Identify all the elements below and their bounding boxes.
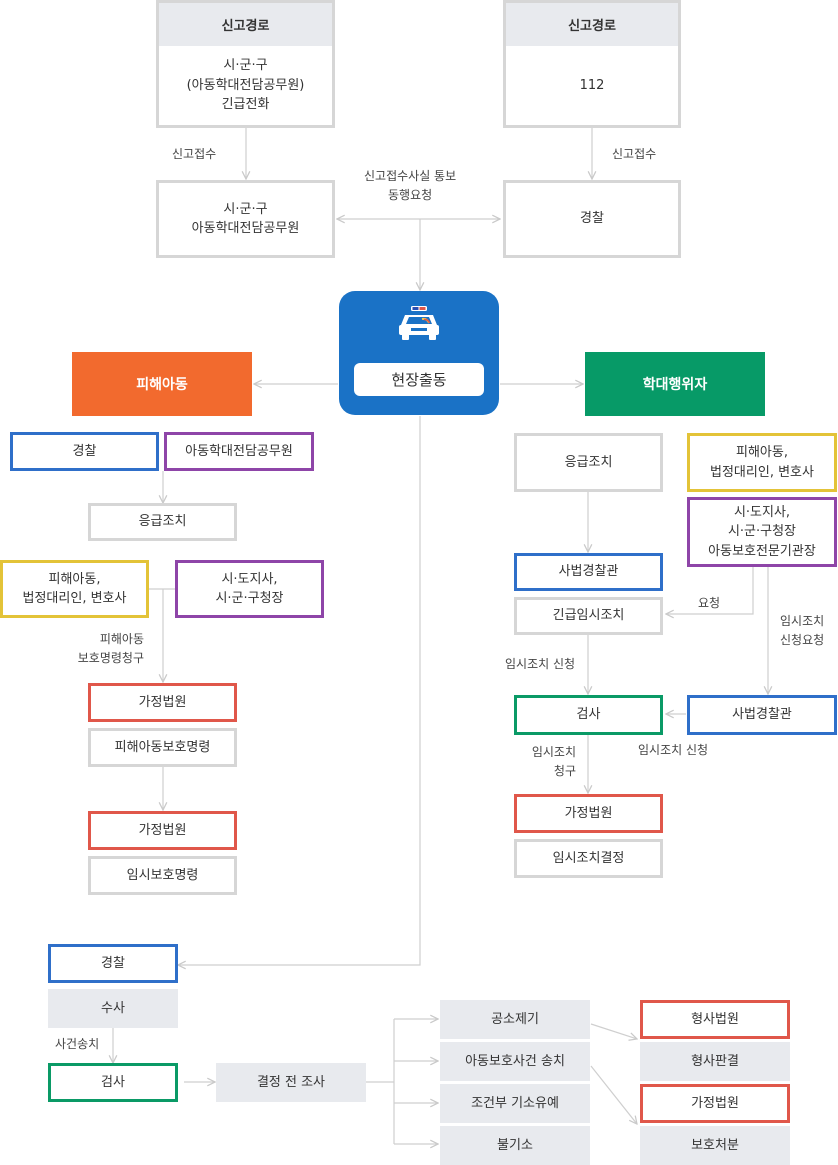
dispatch-label: 현장출동	[354, 363, 484, 396]
bottom-police: 경찰	[48, 944, 178, 983]
abuser-temp-decision: 임시조치결정	[514, 839, 663, 878]
criminal-court: 형사법원	[640, 1000, 790, 1039]
abuser-guardian: 피해아동, 법정대리인, 변호사	[687, 433, 837, 492]
accept-label-left: 신고접수	[172, 147, 217, 161]
victim-header: 피해아동	[72, 352, 252, 416]
police-car-icon	[399, 306, 439, 340]
report-path-title: 신고경로	[506, 3, 678, 46]
report-path-left: 신고경로 시·군·구 (아동학대전담공무원) 긴급전화	[156, 0, 335, 128]
abuser-emergency-temp-measure: 긴급임시조치	[514, 597, 663, 635]
request-label: 요청	[698, 596, 721, 610]
non-indictment: 불기소	[440, 1126, 590, 1165]
conditional-suspension: 조건부 기소유예	[440, 1084, 590, 1123]
temp-apply-label: 임시조치 신청	[505, 657, 576, 671]
victim-temp-protection-order: 임시보호명령	[88, 856, 237, 895]
receiving-official: 시·군·구 아동학대전담공무원	[156, 180, 335, 258]
pre-decision-review: 결정 전 조사	[216, 1063, 366, 1102]
temp-apply-request-label: 임시조치 신청요청	[780, 614, 825, 647]
report-path-body: 112	[579, 77, 605, 93]
report-path-right: 신고경로 112	[503, 0, 681, 128]
notify-label: 신고접수사실 통보 동행요청	[364, 169, 457, 202]
abuser-prosecutor: 검사	[514, 695, 663, 735]
victim-official: 아동학대전담공무원	[164, 432, 314, 471]
abuser-mayor: 시·도지사, 시·군·구청장 아동보호전문기관장	[687, 497, 837, 567]
child-protection-case-transfer: 아동보호사건 송치	[440, 1042, 590, 1081]
temp-claim-label: 임시조치 청구	[531, 745, 576, 778]
abuser-judicial-police: 사법경찰관	[514, 553, 663, 591]
victim-family-court-1: 가정법원	[88, 683, 237, 722]
victim-family-court-2: 가정법원	[88, 811, 237, 850]
victim-mayor: 시·도지사, 시·군·구청장	[175, 560, 324, 618]
bottom-prosecutor: 검사	[48, 1063, 178, 1102]
transfer-label: 사건송치	[55, 1037, 100, 1051]
abuser-family-court: 가정법원	[514, 794, 663, 833]
victim-protection-order: 피해아동보호명령	[88, 728, 237, 767]
victim-guardian: 피해아동, 법정대리인, 변호사	[0, 560, 149, 618]
criminal-judgment: 형사판결	[640, 1042, 790, 1081]
dispatch-hub: 현장출동	[339, 291, 499, 415]
protective-disposition: 보호처분	[640, 1126, 790, 1165]
report-path-title: 신고경로	[159, 3, 332, 46]
family-court-bottom: 가정법원	[640, 1084, 790, 1123]
abuser-judicial-police-2: 사법경찰관	[687, 695, 837, 735]
indictment: 공소제기	[440, 1000, 590, 1039]
bottom-investigation: 수사	[48, 989, 178, 1028]
accept-label-right: 신고접수	[612, 147, 657, 161]
victim-request-label: 피해아동 보호명령청구	[77, 632, 144, 665]
victim-police: 경찰	[10, 432, 159, 471]
abuser-emergency: 응급조치	[514, 433, 663, 492]
temp-apply-label-2: 임시조치 신청	[638, 743, 709, 757]
abuser-header: 학대행위자	[585, 352, 765, 416]
report-path-body: 시·군·구 (아동학대전담공무원) 긴급전화	[186, 58, 305, 113]
victim-emergency: 응급조치	[88, 503, 237, 541]
receiving-police: 경찰	[503, 180, 681, 258]
